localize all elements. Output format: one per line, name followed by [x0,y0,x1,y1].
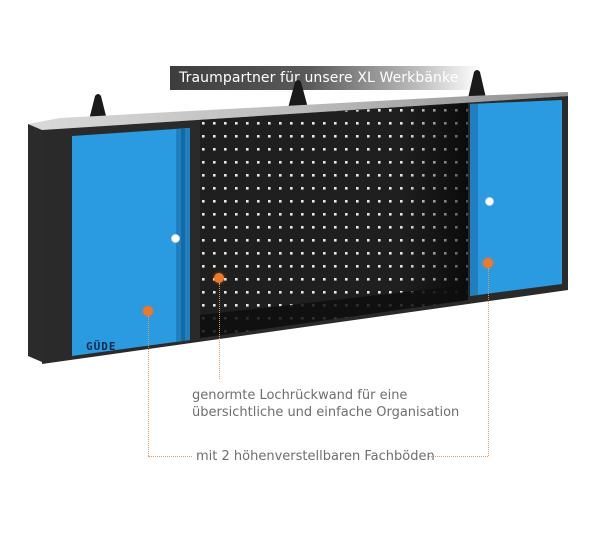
callout-dot-left-door [143,306,153,316]
callout-line-left [148,316,149,456]
right-door-lock-icon [485,197,494,206]
callout-dot-right-door [483,258,493,268]
callout-line-right [488,268,489,456]
headline-banner: Traumpartner für unsere XL Werkbänke [170,66,480,90]
brand-logo: GÜDE [86,340,117,353]
pegboard-caption-line1: genormte Lochrückwand für eine [192,388,408,403]
shelves-caption: mit 2 höhenverstellbaren Fachböden [196,449,435,464]
pegboard-caption-line2: übersichtliche und einfache Organisation [192,405,460,420]
pegboard-caption: genormte Lochrückwand für eine übersicht… [192,387,459,421]
callout-hline-left [148,456,192,457]
callout-hline-right [428,456,488,457]
callout-line-pegboard [219,283,220,379]
callout-dot-pegboard [214,273,224,283]
left-door-lock-icon [171,234,180,243]
